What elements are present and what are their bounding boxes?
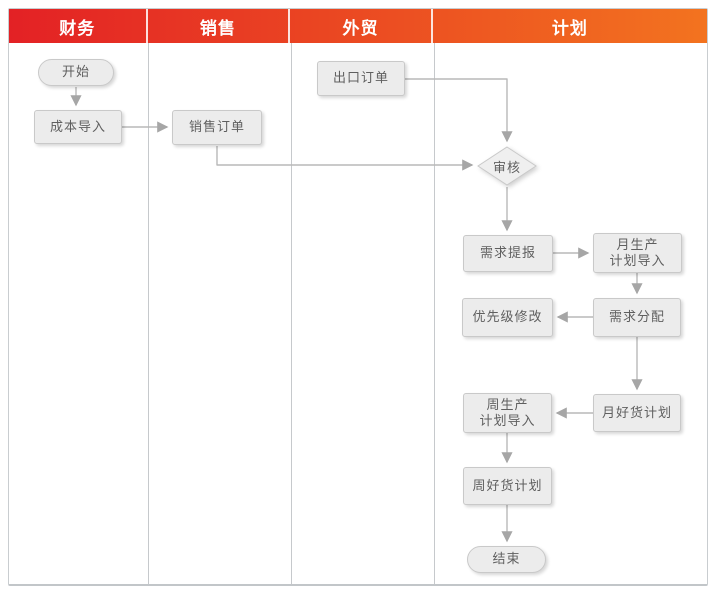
lane-header-bar: 财务 销售 外贸 计划 (9, 9, 707, 43)
flowchart-board: 财务 销售 外贸 计划 (8, 8, 708, 586)
lane-header-planning: 计划 (551, 18, 588, 38)
lane-header-trade: 外贸 (290, 9, 433, 43)
lane-header-sales: 销售 (148, 9, 291, 43)
lane-divider-2 (291, 43, 292, 584)
lane-header-finance: 财务 (9, 9, 148, 43)
lane-divider-3 (434, 43, 435, 584)
lane-divider-1 (148, 43, 149, 584)
